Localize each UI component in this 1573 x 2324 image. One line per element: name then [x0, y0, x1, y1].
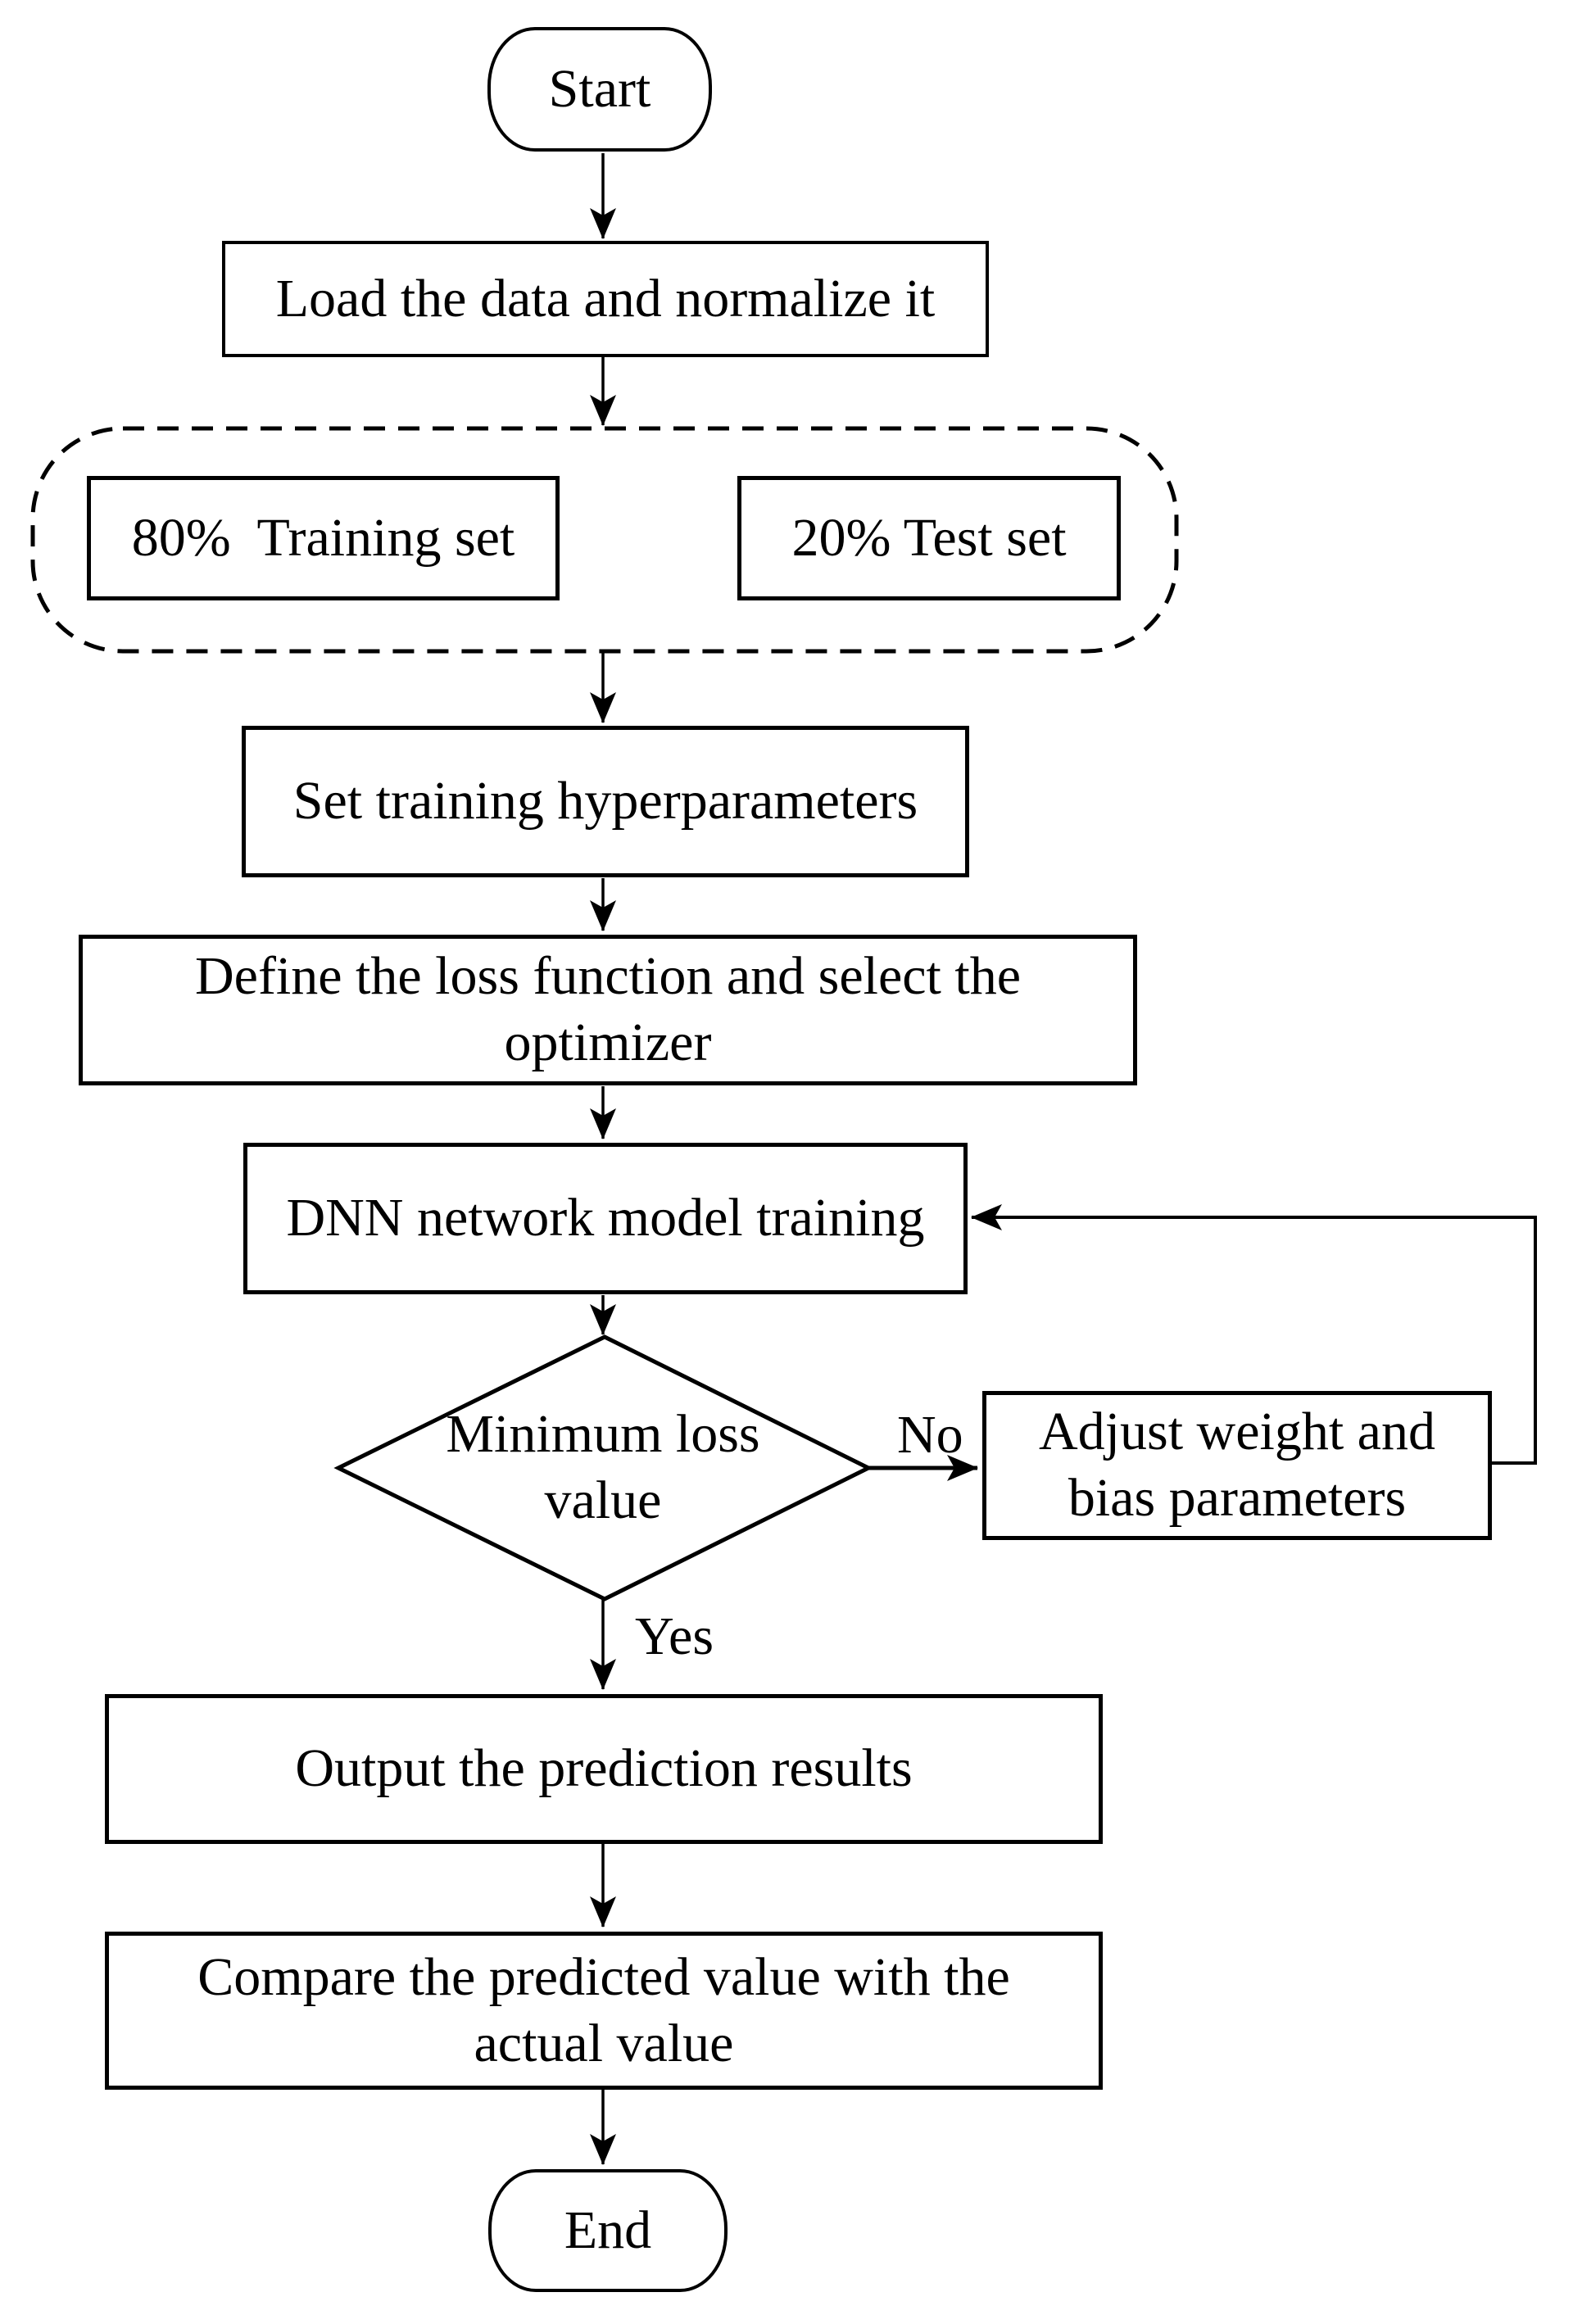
test-set-box: 20% Test set [737, 476, 1121, 600]
no-label: No [897, 1405, 963, 1465]
end-terminator: End [488, 2169, 728, 2292]
adjust-parameters-box: Adjust weight and bias parameters [982, 1391, 1492, 1540]
min-loss-decision-label: Minimum loss value [446, 1404, 760, 1530]
output-results-box: Output the prediction results [105, 1694, 1103, 1844]
start-terminator: Start [487, 27, 712, 152]
training-set-box: 80% Training set [87, 476, 560, 600]
set-hyperparameters-box: Set training hyperparameters [242, 726, 969, 877]
dnn-training-box: DNN network model training [243, 1143, 968, 1294]
yes-label: Yes [635, 1606, 714, 1666]
compare-values-box: Compare the predicted value with the act… [105, 1932, 1103, 2090]
load-data-box: Load the data and normalize it [222, 241, 989, 357]
min-loss-decision-diamond [333, 1334, 873, 1601]
data-split-group-outline [30, 426, 1179, 654]
define-loss-box: Define the loss function and select the … [79, 935, 1137, 1085]
feedback-adjust-to-dnn [971, 1204, 1537, 1465]
